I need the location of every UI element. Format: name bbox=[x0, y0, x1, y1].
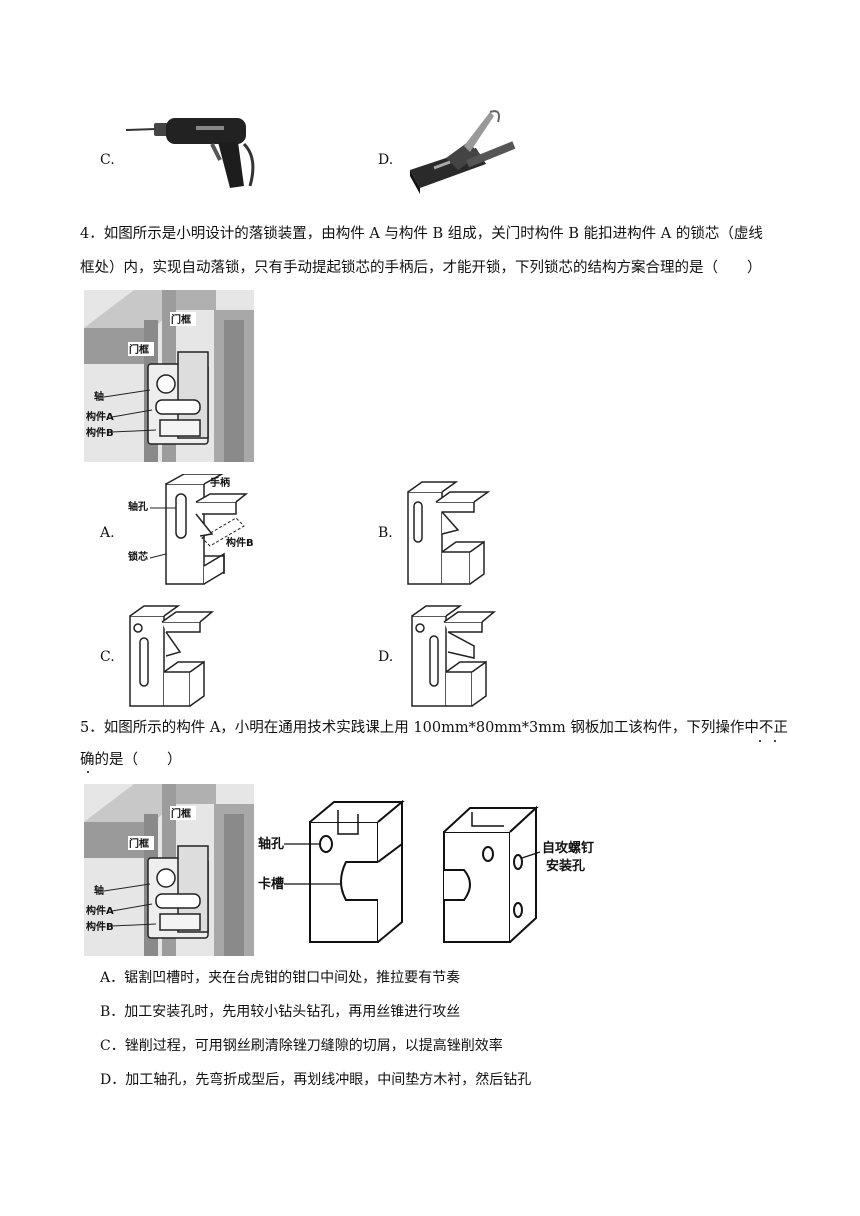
q4-option-b-figure bbox=[400, 480, 500, 594]
q3-option-c-label: C. bbox=[100, 152, 115, 168]
q5-label-screw-hole-line2: 安装孔 bbox=[546, 858, 585, 874]
q4-text-line2: 框处）内，实现自动落锁，只有手动提起锁芯的手柄后，才能开锁，下列锁芯的结构方案合… bbox=[80, 260, 762, 276]
q5-answer-b: B．加工安装孔时，先用较小钻头钻孔，再用丝锥进行攻丝 bbox=[100, 1004, 461, 1020]
q4-label-frame-top: 门框 bbox=[171, 313, 191, 326]
electric-drill-icon bbox=[125, 108, 266, 202]
q5-label-slot: 卡槽 bbox=[258, 876, 284, 892]
q3-option-d-label: D. bbox=[378, 152, 394, 168]
q4-text-line1: 4．如图所示是小明设计的落锁装置，由构件 A 与构件 B 组成，关门时构件 B … bbox=[80, 226, 763, 242]
emphasis-dot bbox=[774, 740, 776, 742]
q5-label-screw-hole-line1: 自攻螺钉 bbox=[542, 840, 594, 856]
q5-text-line2: 确的是（ ） bbox=[80, 752, 182, 768]
q4-label-part-a: 构件A bbox=[86, 410, 114, 423]
q5-part-a-figure: 轴孔 卡槽 自攻螺钉 安装孔 bbox=[258, 792, 618, 952]
q5-text-line1: 5．如图所示的构件 A，小明在通用技术实践课上用 100mm*80mm*3mm … bbox=[80, 720, 788, 736]
q4-option-a-figure: 手柄 轴孔 构件B 锁芯 bbox=[126, 473, 276, 598]
q4a-label-part-b: 构件B bbox=[226, 536, 254, 549]
q4a-label-handle: 手柄 bbox=[210, 476, 230, 489]
q4-label-part-b: 构件B bbox=[86, 426, 114, 439]
q5-lock-device-figure: 门框 门框 轴 构件A 构件B bbox=[84, 784, 254, 960]
emphasis-dot bbox=[759, 740, 761, 742]
q4-lock-device-figure: 门框 门框 轴 构件A 构件B bbox=[84, 290, 254, 466]
q4-label-frame-left: 门框 bbox=[129, 343, 149, 356]
q5-label-frame-left: 门框 bbox=[129, 837, 149, 850]
q4-option-d-label: D. bbox=[378, 649, 394, 665]
q4a-label-shaft-hole: 轴孔 bbox=[128, 500, 148, 513]
q5-label-shaft: 轴 bbox=[94, 884, 104, 897]
q5-label-part-b: 构件B bbox=[86, 920, 114, 933]
q4-label-shaft: 轴 bbox=[94, 390, 104, 403]
q4-option-d-figure bbox=[404, 602, 504, 716]
emphasis-dot bbox=[87, 771, 89, 773]
q5-label-shaft-hole: 轴孔 bbox=[258, 836, 284, 852]
q5-answer-a: A．锯割凹槽时，夹在台虎钳的钳口中间处，推拉要有节奏 bbox=[100, 970, 461, 986]
q4-option-a-label: A. bbox=[100, 525, 115, 541]
q4a-label-core: 锁芯 bbox=[128, 550, 148, 563]
q5-answer-d: D．加工轴孔，先弯折成型后，再划线冲眼，中间垫方木衬，然后钻孔 bbox=[100, 1072, 532, 1088]
q5-answer-c: C．锉削过程，可用钢丝刷清除锉刀缝隙的切屑，以提高锉削效率 bbox=[100, 1038, 503, 1054]
q4-option-c-figure bbox=[122, 602, 222, 716]
q4-option-c-label: C. bbox=[100, 649, 115, 665]
q5-label-frame-top: 门框 bbox=[171, 807, 191, 820]
q5-label-part-a: 构件A bbox=[86, 904, 114, 917]
q4-option-b-label: B. bbox=[378, 525, 393, 541]
hand-plane-icon bbox=[406, 108, 526, 202]
